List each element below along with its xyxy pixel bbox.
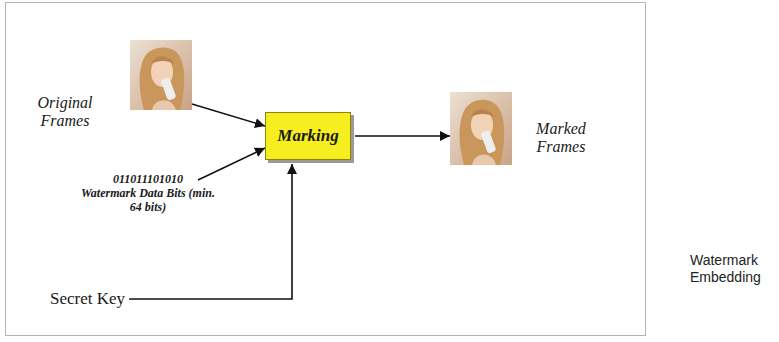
data-bits-block: 011011101010Watermark Data Bits (min. 64… [78, 172, 218, 214]
photo-frame: Original Frames [130, 40, 192, 110]
key-input: Secret Key [50, 289, 125, 309]
photo-frame: Marked Frames [450, 92, 512, 165]
portrait-photo [130, 40, 192, 110]
arrow-connector [198, 148, 265, 180]
caption-label: Watermark Embedding [690, 252, 772, 286]
node-text: Original Frames [28, 94, 102, 130]
node-text: Marking [277, 126, 338, 146]
arrow-connector [355, 135, 450, 137]
arrow-connector [192, 104, 265, 126]
node-text: Secret Key [50, 289, 125, 309]
node-text: 011011101010 [78, 172, 218, 186]
process-box: Marking [265, 112, 351, 160]
node-text: Marked Frames [528, 120, 594, 156]
node-text: Watermark Data Bits (min. 64 bits) [78, 186, 218, 214]
portrait-photo [450, 92, 512, 165]
